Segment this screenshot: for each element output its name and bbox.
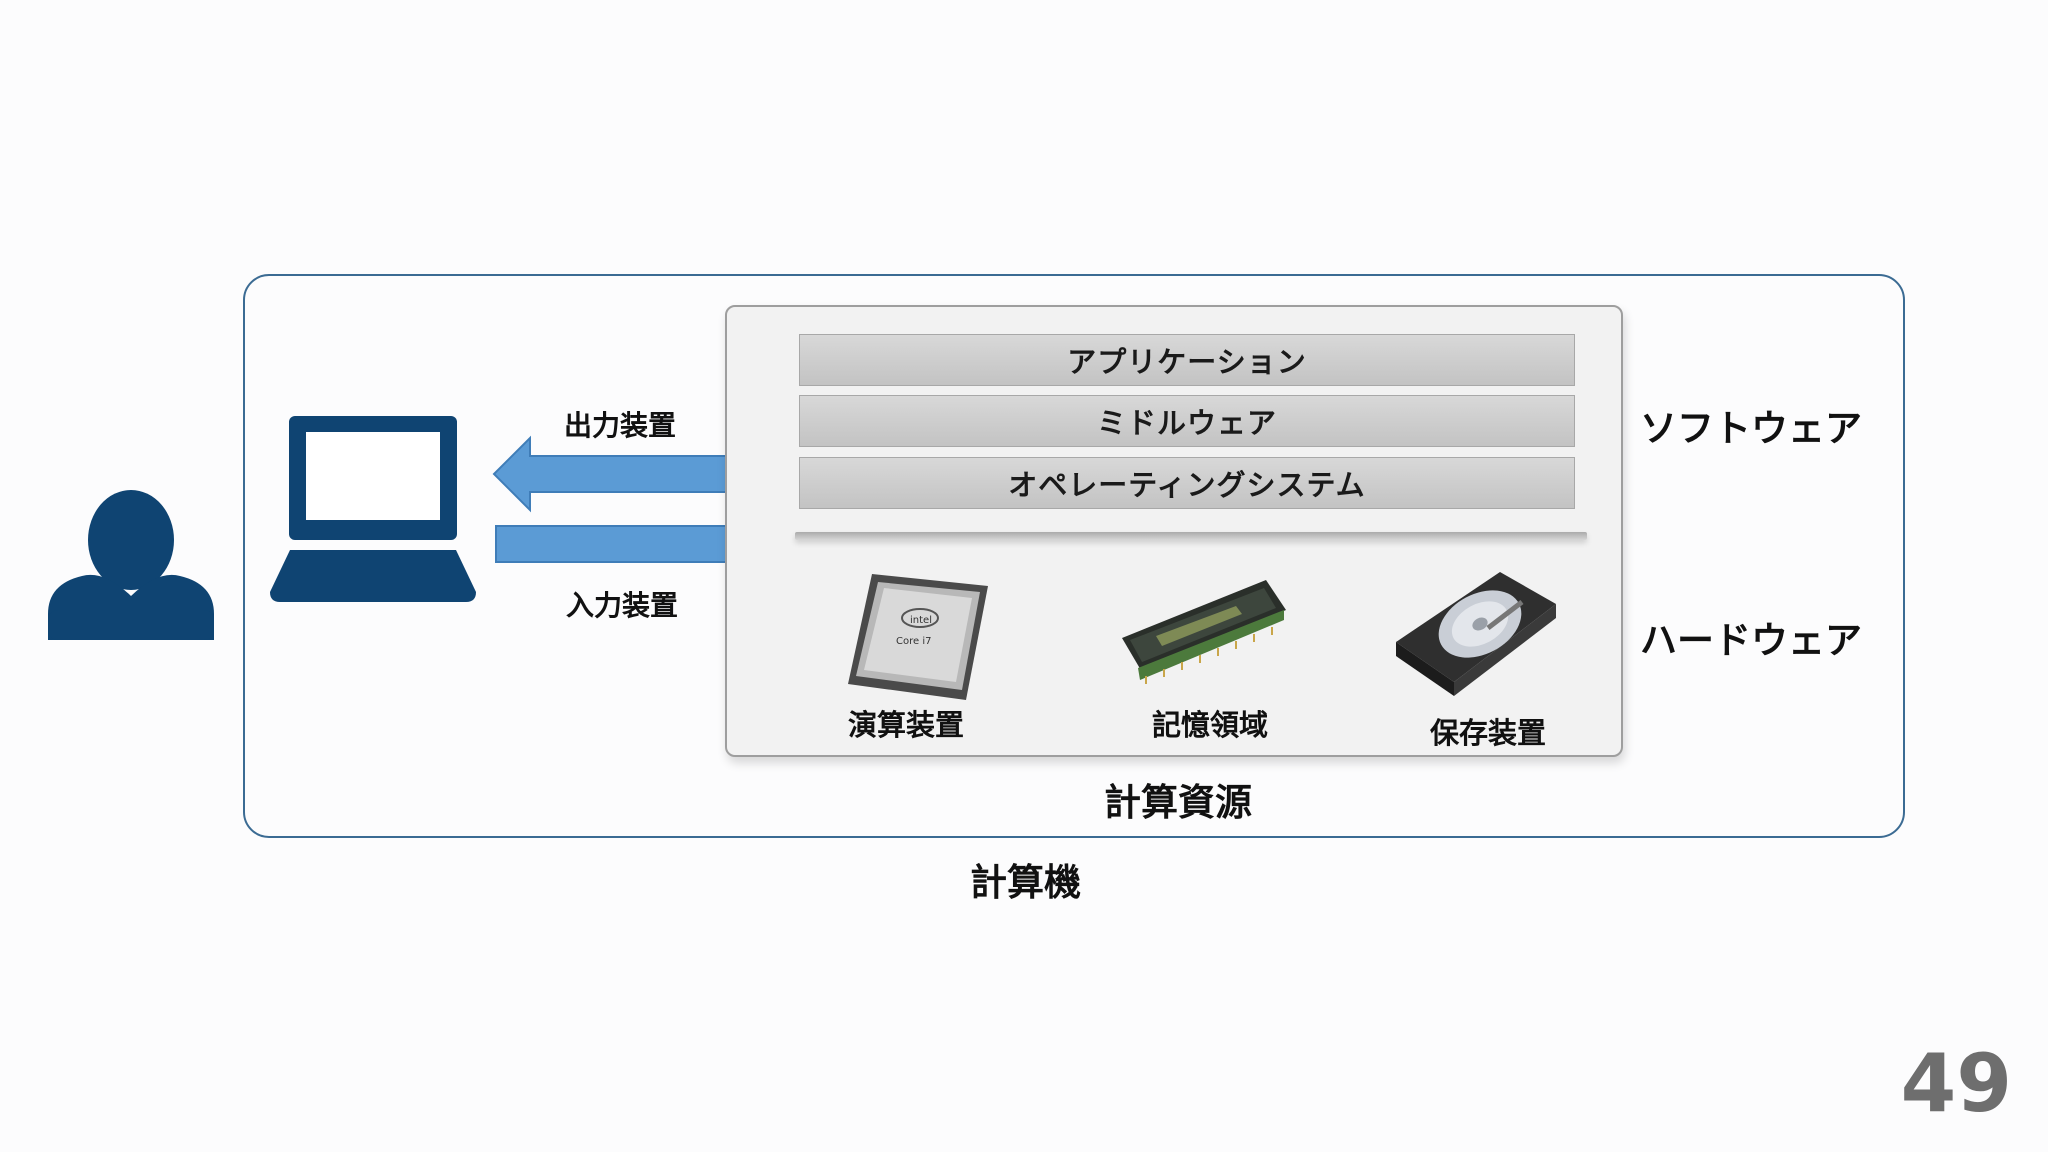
memory-icon bbox=[1122, 580, 1286, 684]
hardware-label: ハードウェア bbox=[1640, 619, 1862, 662]
layer-application: アプリケーション bbox=[799, 334, 1575, 386]
software-hardware-divider bbox=[795, 532, 1587, 540]
svg-text:Core i7: Core i7 bbox=[896, 636, 931, 647]
layer-middleware: ミドルウェア bbox=[799, 395, 1575, 447]
software-label: ソフトウェア bbox=[1640, 407, 1862, 450]
input-device-label: 入力装置 bbox=[566, 589, 679, 622]
hardware-label-storage: 保存装置 bbox=[1430, 716, 1547, 750]
hardware-label-memory: 記憶領域 bbox=[1152, 708, 1269, 742]
layer-operating-system: オペレーティングシステム bbox=[799, 457, 1575, 509]
laptop-icon bbox=[270, 416, 476, 602]
compute-resource-label: 計算資源 bbox=[1104, 781, 1252, 824]
svg-text:intel: intel bbox=[910, 615, 932, 626]
computer-box bbox=[243, 274, 1905, 838]
output-device-label: 出力装置 bbox=[564, 409, 677, 442]
cpu-icon: intel Core i7 bbox=[848, 574, 988, 700]
page-number: 49 bbox=[1900, 1037, 2012, 1130]
hard-disk-icon bbox=[1396, 572, 1556, 696]
hardware-label-cpu: 演算装置 bbox=[848, 708, 965, 742]
person-icon bbox=[48, 490, 214, 640]
computer-label: 計算機 bbox=[970, 861, 1081, 904]
